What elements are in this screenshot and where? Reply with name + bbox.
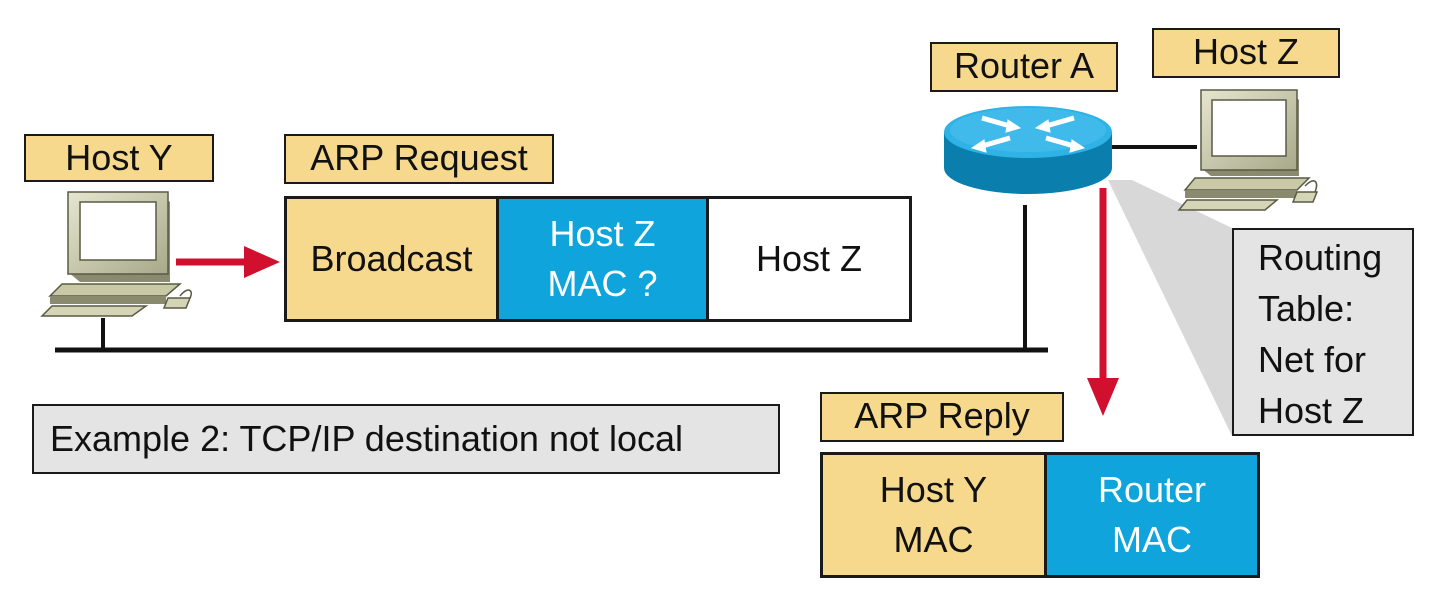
computer-icon (1177, 89, 1319, 211)
router-mac-line2: MAC (1112, 519, 1192, 560)
request-arrow (176, 246, 280, 278)
routing-table-note: Routing Table: Net for Host Z (1232, 228, 1414, 436)
broadcast-field: Broadcast (287, 199, 496, 319)
router-mac-field: Router MAC (1044, 455, 1257, 575)
router-icon (944, 106, 1112, 194)
target-ip-field: Host Z (706, 199, 909, 319)
arp-request-frame: Broadcast Host Z MAC ? Host Z (284, 196, 912, 322)
arp-reply-frame: Host Y MAC Router MAC (820, 452, 1260, 578)
routing-table-shadow (1108, 180, 1232, 436)
arp-reply-label: ARP Reply (820, 392, 1064, 442)
routing-table-line4: Host Z (1258, 390, 1365, 431)
host-z-label: Host Z (1152, 28, 1340, 78)
target-ip-text: Host Z (755, 238, 862, 279)
example-caption: Example 2: TCP/IP destination not local (32, 404, 780, 474)
router-mac-line1: Router (1097, 469, 1207, 510)
reply-arrow (1087, 188, 1119, 416)
target-mac-field: Host Z MAC ? (496, 199, 706, 319)
routing-table-line2: Table: (1258, 288, 1355, 329)
routing-table-line3: Net for (1258, 339, 1367, 380)
host-y-mac-line1: Host Y (879, 469, 988, 510)
host-y-label: Host Y (24, 134, 214, 182)
computer-icon (40, 191, 192, 317)
target-mac-line1: Host Z (549, 213, 656, 254)
target-mac-line2: MAC ? (547, 263, 658, 304)
router-a-label: Router A (930, 42, 1118, 92)
host-y-mac-line2: MAC (893, 519, 974, 560)
host-y-mac-field: Host Y MAC (823, 455, 1044, 575)
routing-table-line1: Routing (1258, 237, 1383, 278)
arp-request-label: ARP Request (284, 134, 554, 184)
broadcast-text: Broadcast (310, 238, 473, 279)
